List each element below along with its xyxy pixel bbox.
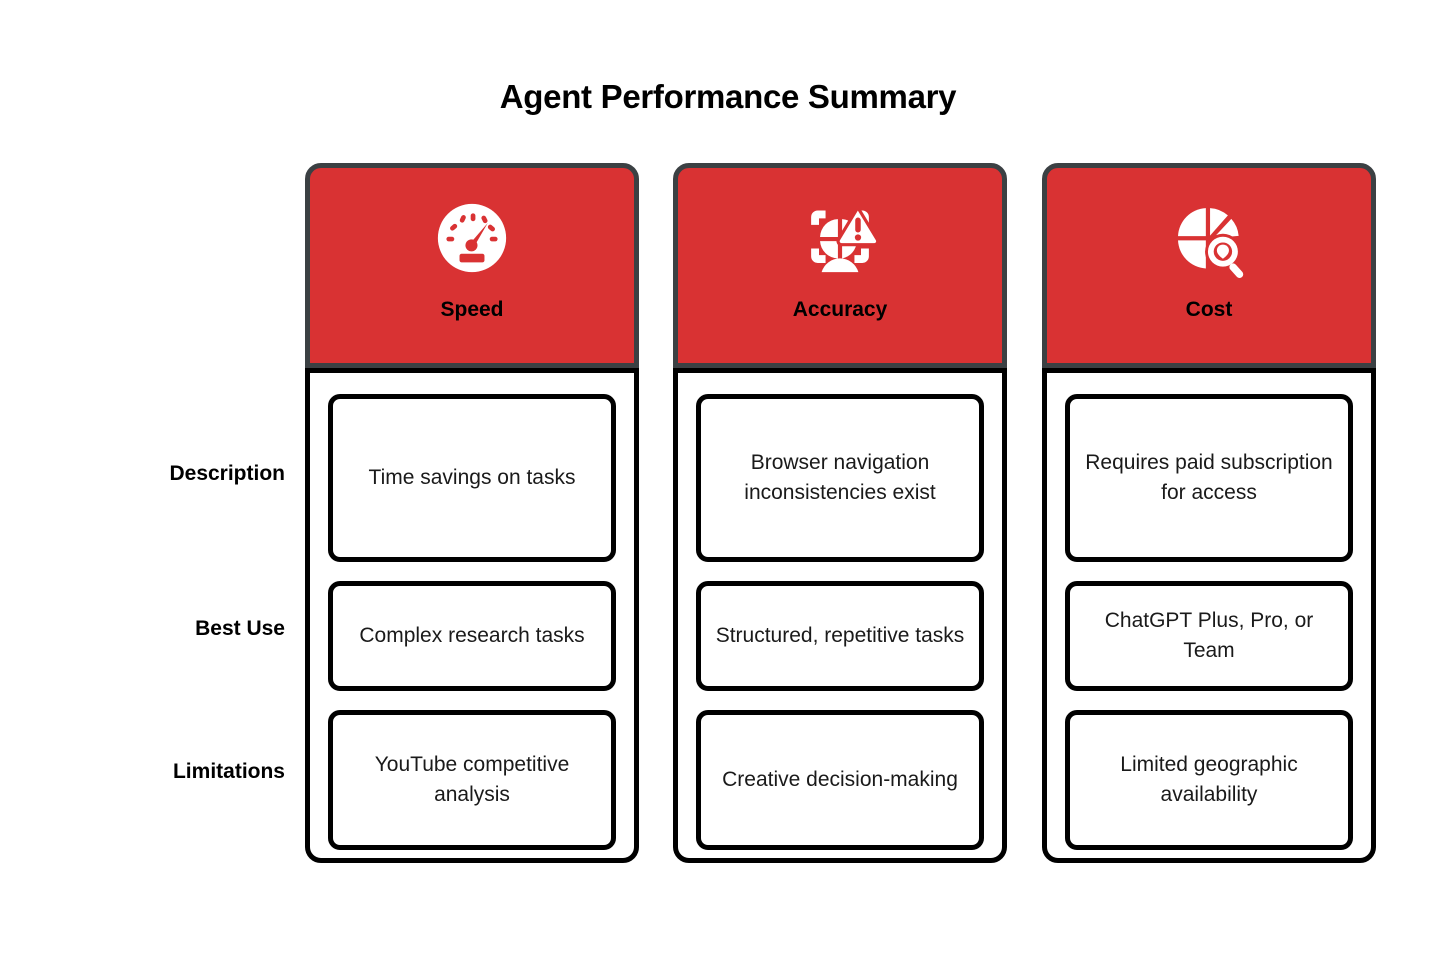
column-card-cost: Cost Requires paid subscription for acce… [1042, 163, 1376, 863]
matrix-cell-speed-limitations: YouTube competitive analysis [328, 710, 616, 850]
column-body-speed: Time savings on tasks Complex research t… [305, 368, 639, 863]
column-header-label-accuracy: Accuracy [792, 298, 888, 321]
column-card-speed: Speed Time savings on tasks Complex rese… [305, 163, 639, 863]
matrix-cell-speed-best-use: Complex research tasks [328, 581, 616, 691]
matrix-cell-speed-description: Time savings on tasks [328, 394, 616, 562]
column-body-cost: Requires paid subscription for access Ch… [1042, 368, 1376, 863]
row-label-best-use: Best Use [195, 617, 285, 640]
column-card-accuracy: Accuracy Browser navigation inconsistenc… [673, 163, 1007, 863]
scan-warning-icon [798, 196, 882, 280]
matrix-cell-accuracy-description: Browser navigation inconsistencies exist [696, 394, 984, 562]
column-body-accuracy: Browser navigation inconsistencies exist… [673, 368, 1007, 863]
matrix-cell-cost-description: Requires paid subscription for access [1065, 394, 1353, 562]
column-header-speed: Speed [305, 163, 639, 368]
page-title: Agent Performance Summary [499, 78, 957, 115]
row-label-description: Description [169, 462, 285, 485]
speedometer-icon [430, 196, 514, 280]
row-label-limitations: Limitations [172, 760, 285, 783]
column-header-label-cost: Cost [1185, 298, 1233, 321]
column-header-label-speed: Speed [440, 298, 504, 321]
pie-chart-search-icon [1167, 196, 1251, 280]
comparison-matrix: Description Best Use Limitations [0, 163, 1456, 863]
matrix-cell-cost-limitations: Limited geographic availability [1065, 710, 1353, 850]
matrix-cell-cost-best-use: ChatGPT Plus, Pro, or Team [1065, 581, 1353, 691]
column-header-cost: Cost [1042, 163, 1376, 368]
row-label-column: Description Best Use Limitations [40, 163, 285, 863]
matrix-cell-accuracy-limitations: Creative decision-making [696, 710, 984, 850]
matrix-cell-accuracy-best-use: Structured, repetitive tasks [696, 581, 984, 691]
column-header-accuracy: Accuracy [673, 163, 1007, 368]
